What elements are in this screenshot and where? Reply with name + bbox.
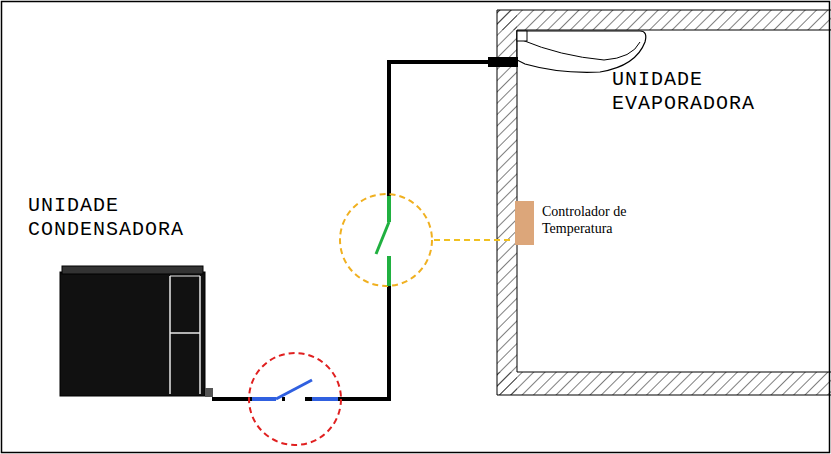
evaporator-unit (517, 31, 646, 72)
pipe-connector (488, 57, 518, 67)
control-link (434, 239, 514, 241)
temperature-controller (515, 201, 534, 245)
unit-label: UNIDADE EVAPORADORA (612, 68, 812, 116)
unit-label: UNIDADE CONDENSADORA (28, 194, 198, 242)
switch-highlight (249, 353, 341, 445)
thermostat-switch (376, 196, 394, 286)
pipe (212, 62, 508, 399)
controller-label: Controlador de Temperatura (542, 203, 652, 237)
condenser-unit (60, 266, 213, 397)
contactor-switch (252, 380, 338, 402)
room-walls (497, 10, 831, 395)
thermostat-highlight (340, 194, 432, 286)
